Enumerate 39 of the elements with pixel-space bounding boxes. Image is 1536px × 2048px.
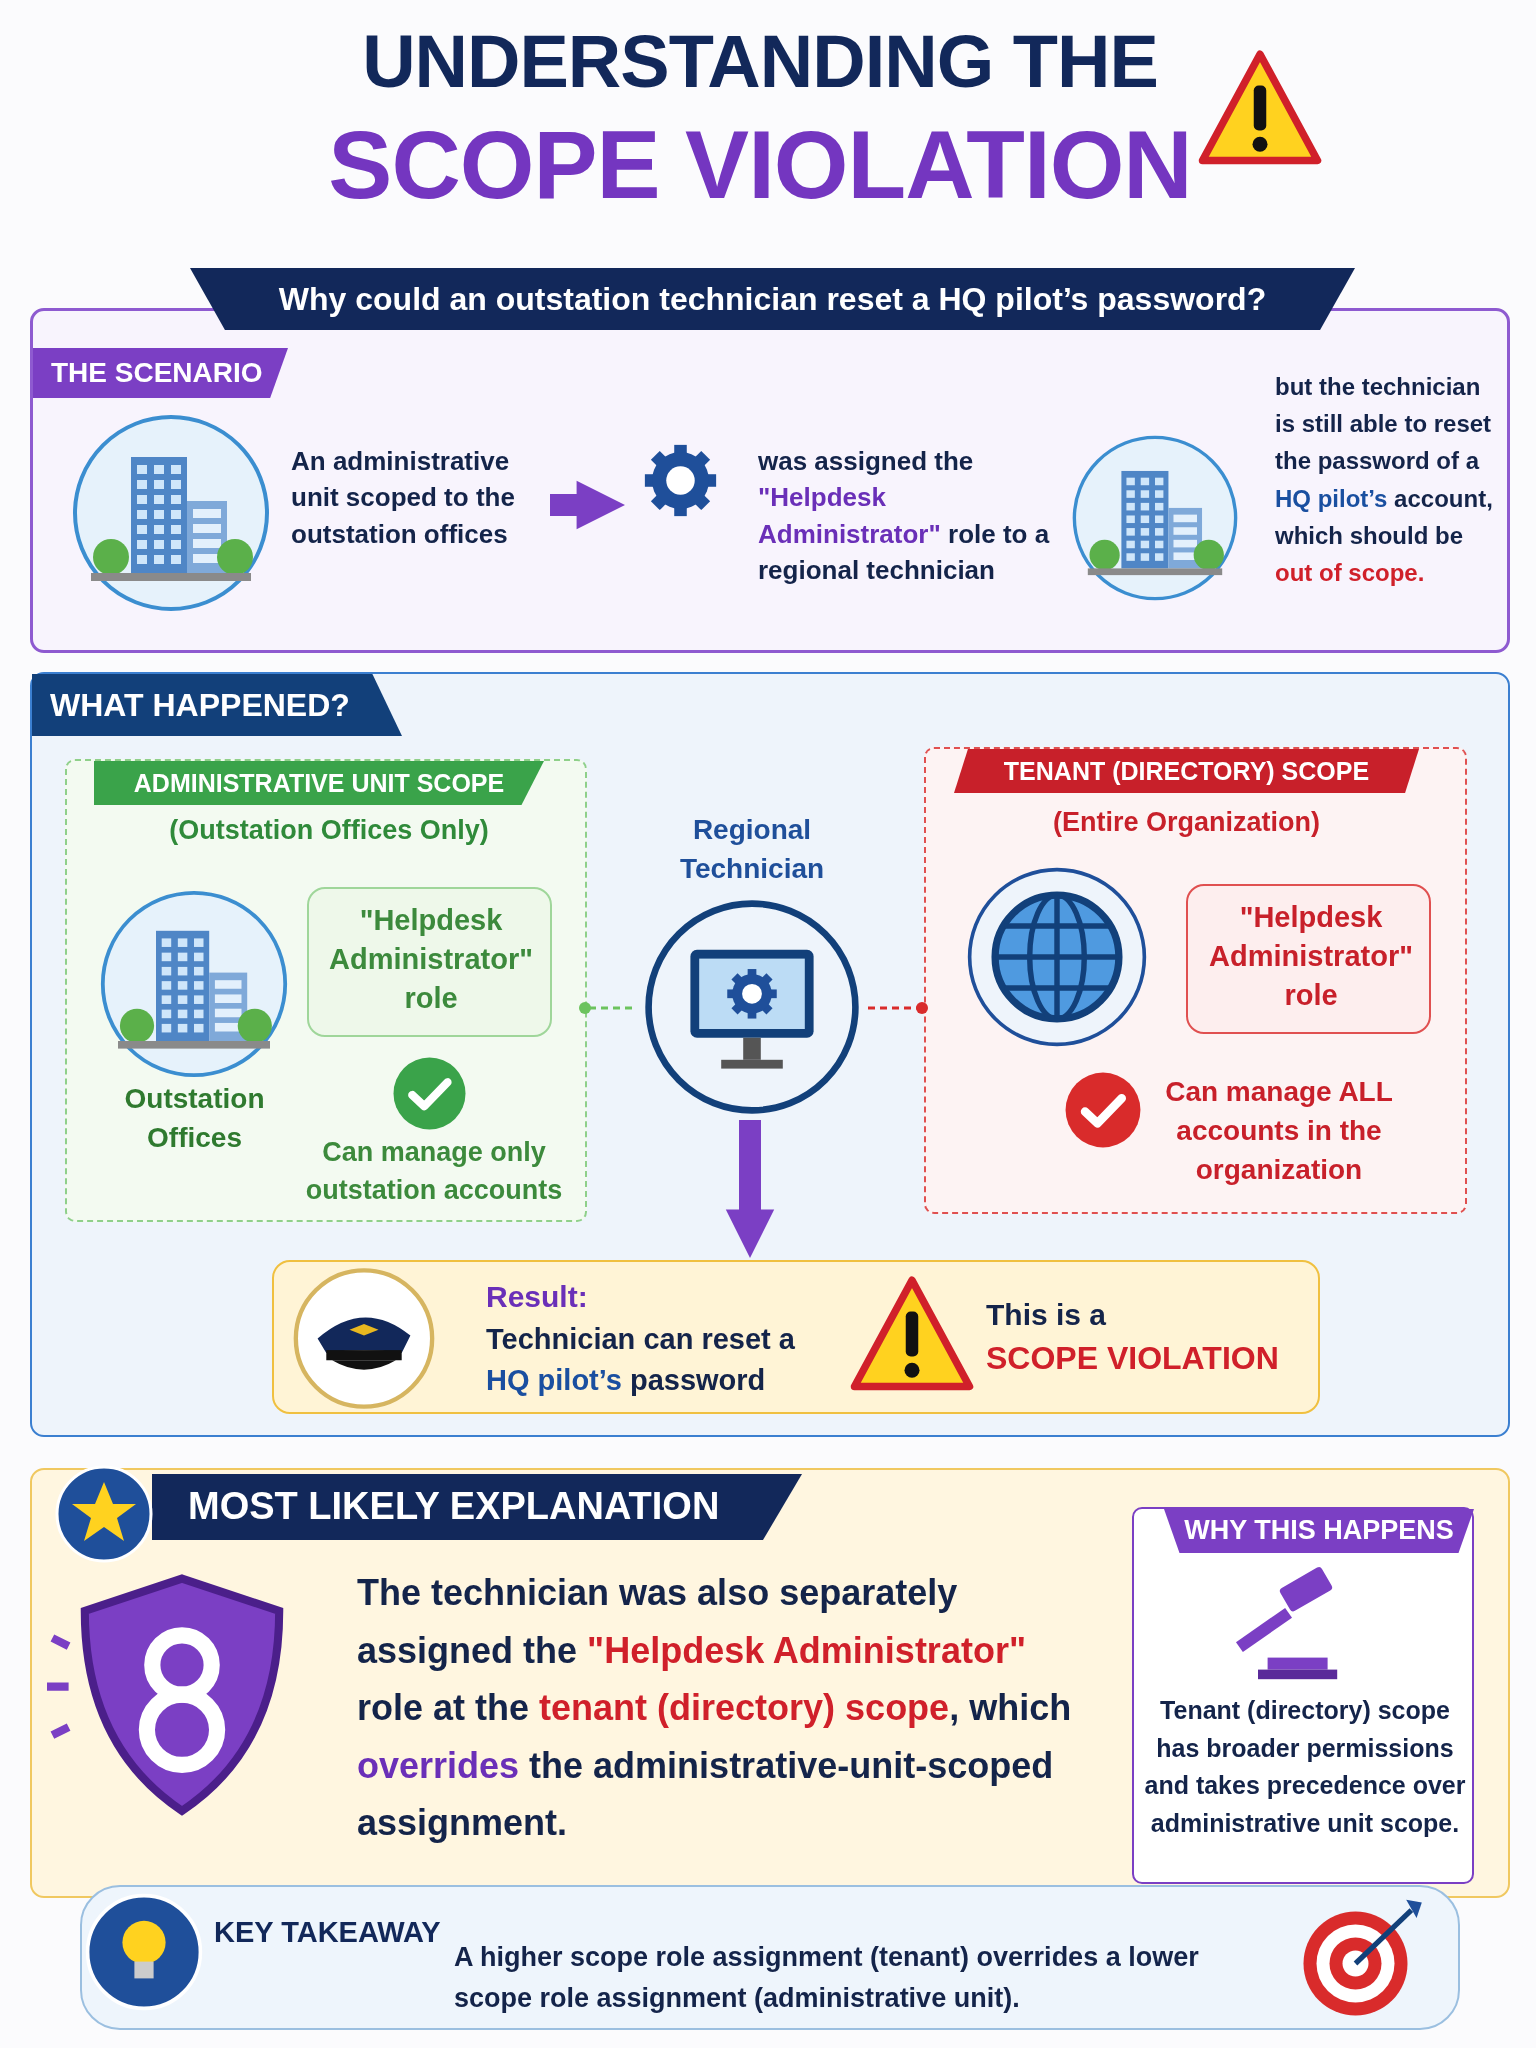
section-tag: THE SCENARIO [33,348,288,398]
info-text: Tenant (directory) scope has broader permissions and takes precedence over administrative unit scope. [1144,1695,1466,1839]
step-text: but the technician is still able to reset the password of a HQ pilot’s account, which should be out of scope. [1275,372,1494,588]
title: UNDERSTANDING THE SCOPE VIOLATION [327,19,1193,220]
info-tag: WHY THIS HAPPENS [1164,1509,1474,1553]
node-caption: Regional Technician [678,813,826,887]
takeaway-text: A higher scope role assignment (tenant) overrides a lower scope role assignment (administrative unit). [454,1941,1200,2015]
violation-text: This is a SCOPE VIOLATION [986,1297,1280,1378]
takeaway-heading: KEY TAKEAWAY [214,1915,442,1950]
scope-tag: ADMINISTRATIVE UNIT SCOPE [94,761,544,805]
scope-subtitle: (Outstation Offices Only) [168,814,490,847]
node-caption: Outstation Offices [123,1082,266,1156]
info-box [1132,1507,1474,1884]
arrow [725,1120,775,1258]
scope-box [65,759,587,1222]
explanation-panel [30,1468,1510,1898]
section-tag: MOST LIKELY EXPLANATION [152,1474,802,1540]
scope-box [924,747,1467,1214]
subtitle-banner: Why could an outstation technician reset a HQ pilot’s password? [190,268,1355,330]
role-box [1186,884,1431,1034]
step-text: was assigned the "Helpdesk Administrator" role to a regional technician [758,445,1051,588]
what-happened-panel [30,672,1510,1437]
explanation-text: The technician was also separately assigned the "Helpdesk Administrator" role at the tenant (directory) scope, which overrides the administrative-unit-scoped assignment. [357,1571,1073,1846]
takeaway-panel [80,1885,1460,2030]
role-box [307,887,552,1037]
connector-line [868,1002,928,1014]
scope-subtitle: (Entire Organization) [1052,806,1321,839]
step-text: An administrative unit scoped to the outstation offices [291,445,516,551]
section-tag: WHAT HAPPENED? [32,674,402,736]
status-text: Can manage ALL accounts in the organization [1164,1075,1394,1188]
scope-tag: TENANT (DIRECTORY) SCOPE [954,749,1419,793]
result-box [272,1260,1320,1414]
result-text: Technician can reset a HQ pilot’s password [486,1322,796,1398]
result-heading: Result: [486,1279,589,1315]
status-text: Can manage only outstation accounts [304,1136,564,1207]
connector-line [579,1002,632,1014]
role-text: "Helpdesk Administrator" role [328,903,534,1017]
role-text: "Helpdesk Administrator" role [1208,900,1414,1014]
arrow [550,480,625,530]
